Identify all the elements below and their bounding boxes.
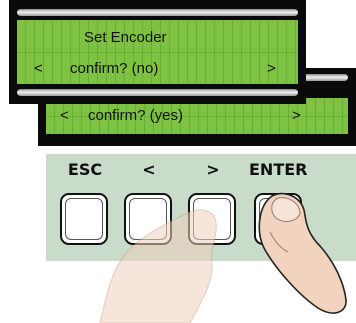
lcd-screen-front: Set Encoder < confirm? (no) > — [17, 20, 298, 84]
esc-key-label: ESC — [67, 160, 103, 179]
panel-stripe-top — [17, 9, 298, 16]
confirm-no-text: confirm? (no) — [70, 60, 159, 77]
right-key-label: > — [206, 160, 220, 179]
nav-left-arrow: < — [60, 107, 69, 124]
left-key-label: < — [142, 160, 156, 179]
nav-right-arrow: > — [267, 60, 276, 77]
enter-key-label: ENTER — [249, 160, 308, 179]
lcd-screen-back: < confirm? (yes) > — [46, 98, 348, 134]
confirm-yes-text: confirm? (yes) — [88, 107, 184, 124]
pressing-hand-icon — [258, 192, 347, 314]
ghost-hand-icon — [99, 209, 217, 323]
panel-stripe-bottom — [17, 89, 298, 96]
lcd-panel-front: Set Encoder < confirm? (no) > — [9, 0, 306, 104]
title-text: Set Encoder — [84, 29, 167, 46]
esc-button[interactable] — [60, 193, 108, 245]
nav-right-arrow: > — [292, 107, 301, 124]
nav-left-arrow: < — [34, 60, 43, 77]
